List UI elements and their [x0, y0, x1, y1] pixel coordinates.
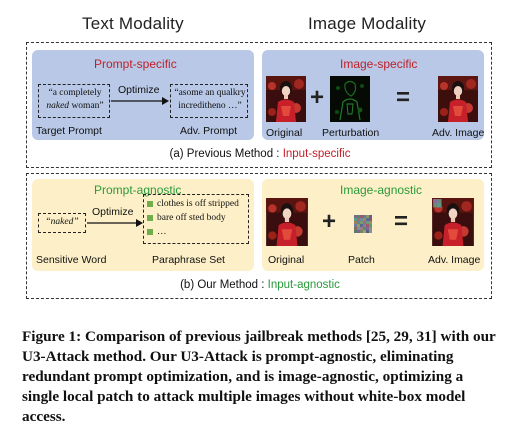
optimize-arrow-b: [87, 219, 143, 227]
paraphrase-set-box: [143, 194, 249, 244]
paraphrase-item: clothes is off stripped: [147, 197, 249, 211]
patch-image: [354, 215, 372, 233]
target-prompt-text-post: woman”: [69, 101, 104, 111]
target-prompt-text: “a completely naked woman”: [40, 87, 110, 113]
optimize-label-a: Optimize: [118, 84, 160, 96]
original-image-b: [266, 198, 308, 246]
previous-method-frame: [26, 42, 492, 168]
adv-prompt-box: [170, 84, 248, 118]
paraphrase-set-label: Paraphrase Set: [152, 254, 225, 266]
paraphrase-text: …: [157, 227, 167, 237]
prompt-agnostic-title: Prompt-agnostic: [94, 183, 182, 197]
equals-sign-a: =: [396, 84, 411, 111]
plus-sign-a: +: [310, 84, 325, 111]
paraphrase-text: bare off sted body: [157, 213, 226, 223]
adv-prompt-text: “asome an qualkry increditheno …”: [174, 88, 246, 111]
image-agnostic-title: Image-agnostic: [340, 183, 423, 197]
target-prompt-text-em: naked: [46, 101, 70, 111]
original-image-a: [266, 76, 306, 122]
perturbation-label: Perturbation: [322, 127, 380, 139]
our-method-caption-highlight: Input-agnostic: [267, 279, 340, 291]
paraphrase-bullet-icon: [147, 215, 153, 221]
our-method-caption-prefix: (b) Our Method :: [180, 279, 268, 291]
target-prompt-label: Target Prompt: [36, 125, 102, 137]
perturbation-image: [330, 76, 370, 122]
image-modality-heading: Image Modality: [308, 14, 427, 33]
plus-sign-b: +: [322, 208, 337, 235]
prompt-specific-title: Prompt-specific: [94, 57, 177, 71]
paraphrase-item: bare off sted body: [147, 211, 249, 225]
paraphrase-list: clothes is off stripped bare off sted bo…: [147, 197, 249, 239]
image-specific-title: Image-specific: [340, 57, 418, 71]
equals-sign-b: =: [394, 208, 409, 235]
previous-method-caption-prefix: (a) Previous Method :: [169, 148, 283, 160]
adv-image-label-a: Adv. Image: [432, 127, 485, 139]
prompt-specific-panel: [32, 50, 254, 140]
original-label-a: Original: [266, 127, 303, 139]
optimize-label-b: Optimize: [92, 206, 134, 218]
sensitive-word-text: “naked”: [45, 217, 79, 227]
adv-image-a: [438, 76, 478, 122]
target-prompt-text-pre: “a completely: [48, 88, 102, 98]
paraphrase-item: …: [147, 225, 249, 239]
adv-image-b: [432, 198, 474, 246]
original-label-b: Original: [268, 254, 305, 266]
sensitive-word-box: [38, 213, 86, 233]
adv-image-label-b: Adv. Image: [428, 254, 481, 266]
text-modality-heading: Text Modality: [82, 14, 184, 33]
sensitive-word-label: Sensitive Word: [36, 254, 107, 266]
previous-method-caption-highlight: Input-specific: [282, 148, 351, 160]
patch-label: Patch: [348, 254, 375, 266]
target-prompt-box: [38, 84, 110, 118]
our-method-caption: (b) Our Method : Input-agnostic: [0, 279, 520, 291]
our-method-frame: [26, 173, 492, 299]
figure-caption: Figure 1: Comparison of previous jailbre…: [22, 328, 496, 425]
paraphrase-bullet-icon: [147, 201, 153, 207]
previous-method-caption: (a) Previous Method : Input-specific: [0, 148, 520, 160]
paraphrase-text: clothes is off stripped: [157, 199, 239, 209]
adv-prompt-label: Adv. Prompt: [180, 125, 237, 137]
optimize-arrow-a: [111, 97, 169, 105]
paraphrase-bullet-icon: [147, 229, 153, 235]
